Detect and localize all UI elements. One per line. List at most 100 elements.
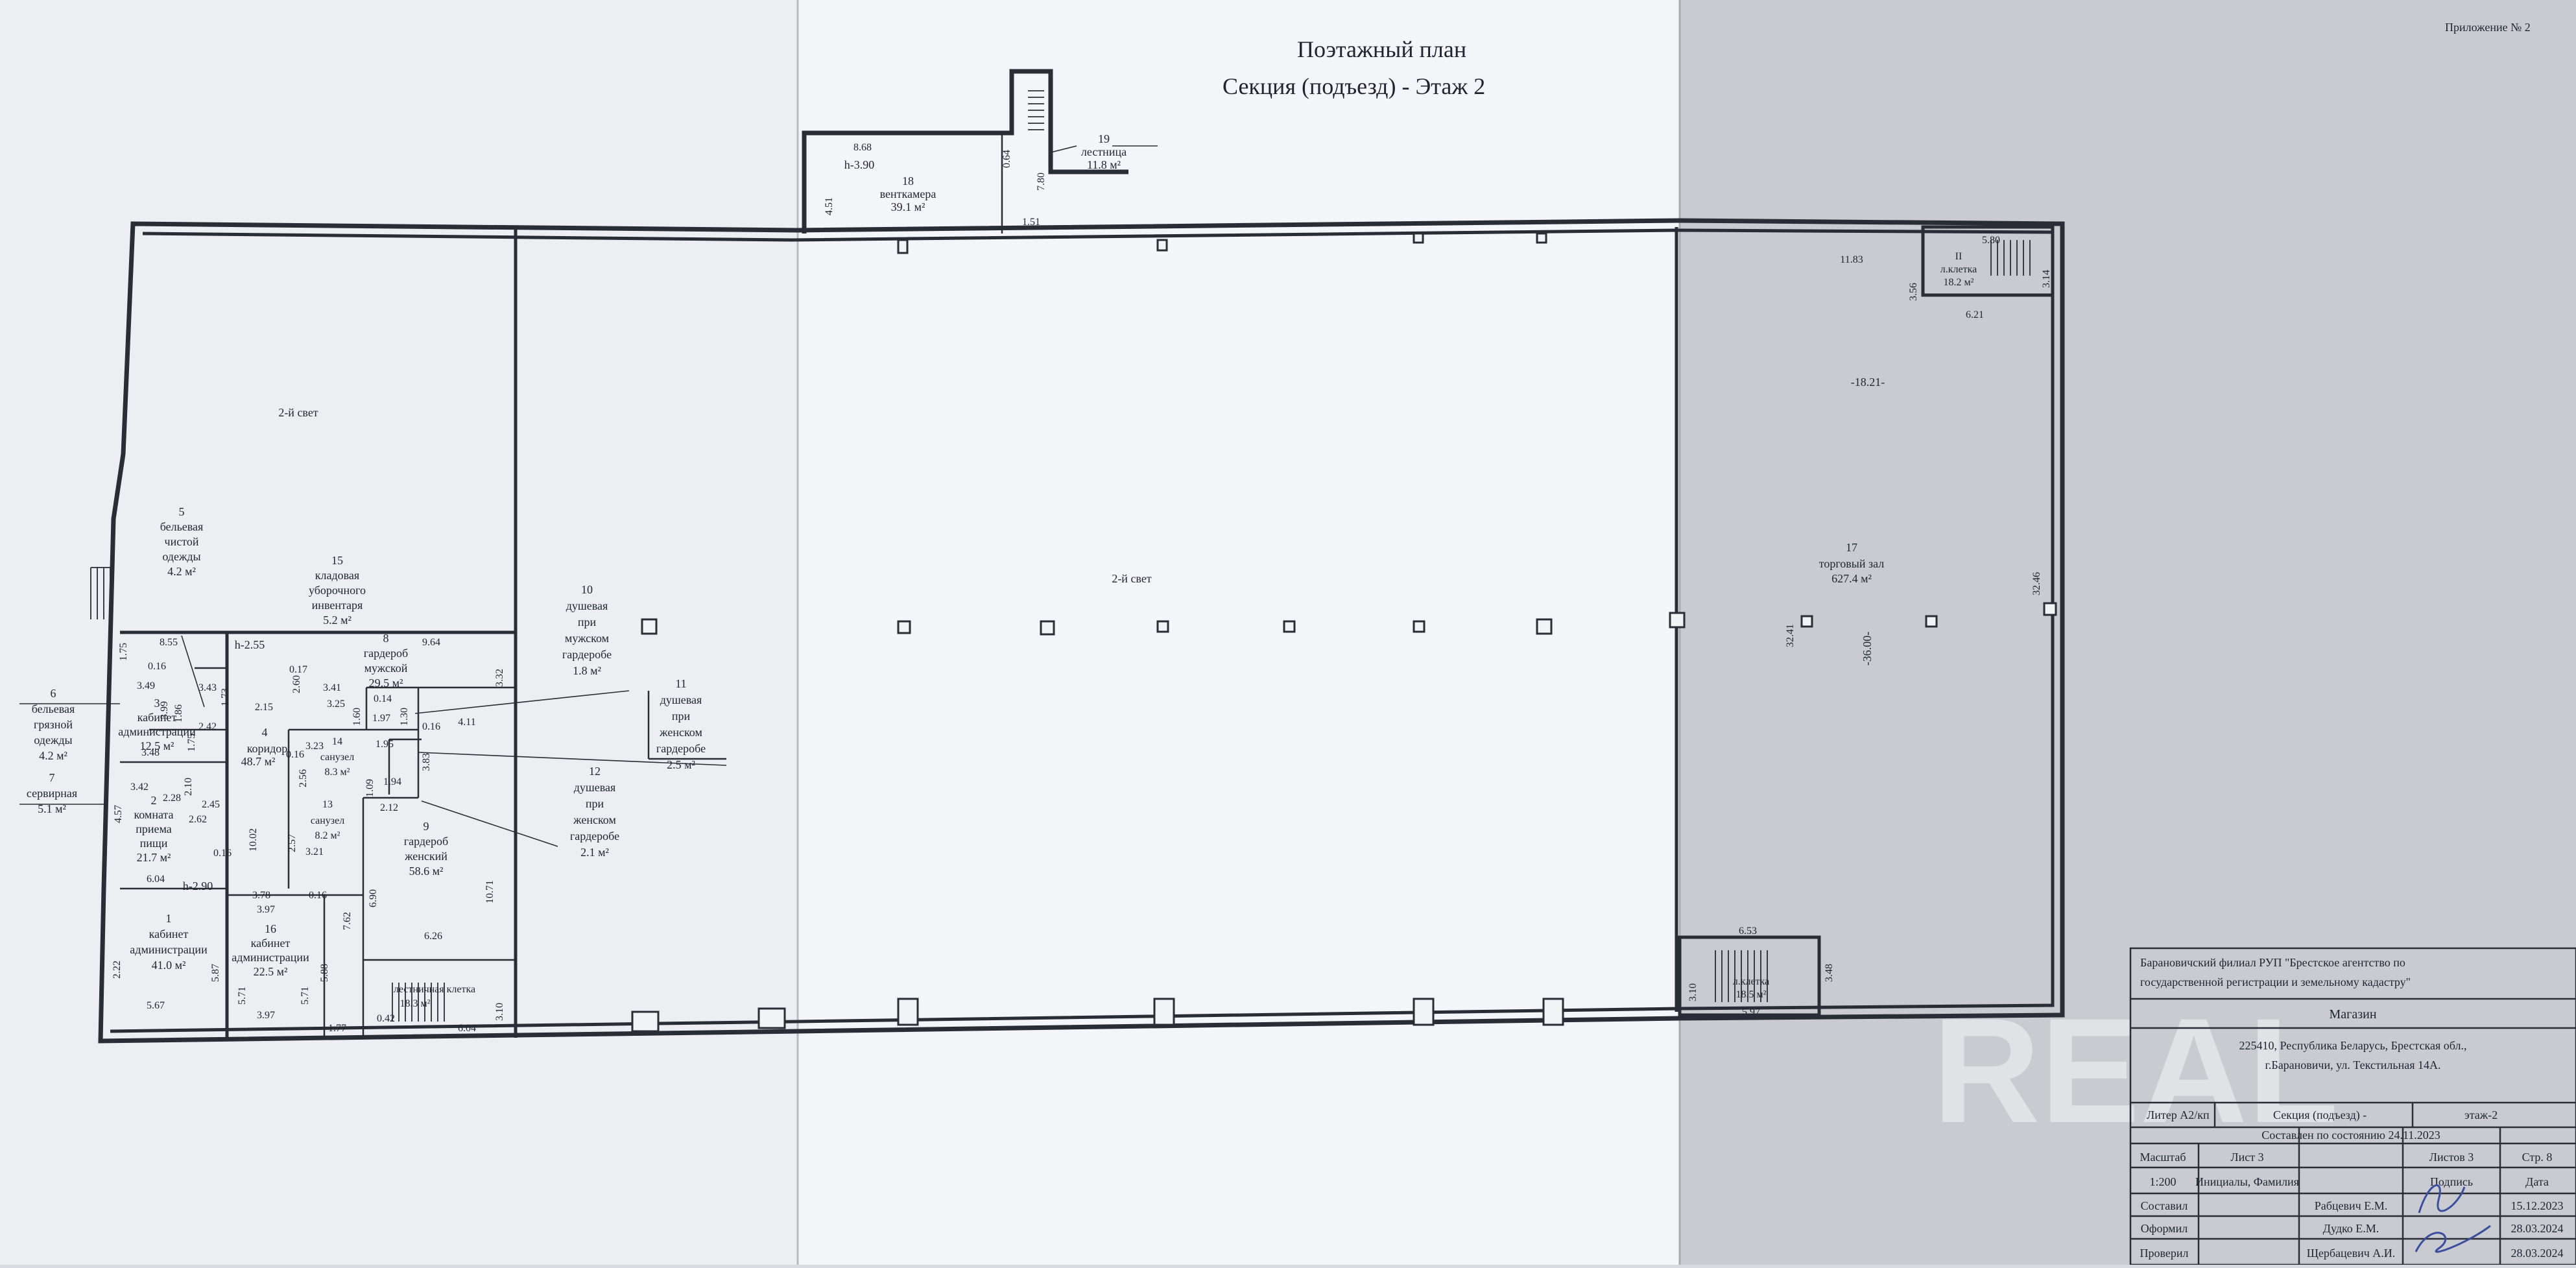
svg-text:6.21: 6.21 <box>1966 309 1984 320</box>
date-3: 28.03.2024 <box>2511 1247 2564 1260</box>
head-sheets: Листов 3 <box>2429 1151 2474 1164</box>
height-255: h-2.55 <box>235 638 265 651</box>
svg-text:32.46: 32.46 <box>2031 572 2042 595</box>
plan-notes: 2-й свет 2-й свет h-3.90 h-2.55 h-2.90 -… <box>183 158 1885 892</box>
svg-text:5.71: 5.71 <box>237 987 248 1005</box>
svg-text:2.60: 2.60 <box>291 675 302 693</box>
svg-text:5.97: 5.97 <box>1742 1007 1760 1018</box>
svg-text:9.64: 9.64 <box>422 637 440 648</box>
svg-text:2.10: 2.10 <box>183 778 194 796</box>
state-label: Составлен по состоянию 24.11.2023 <box>2261 1129 2440 1142</box>
role-2: Оформил <box>2141 1222 2188 1235</box>
svg-text:2.56: 2.56 <box>298 769 309 787</box>
svg-text:6.04: 6.04 <box>458 1023 476 1034</box>
svg-text:0.64: 0.64 <box>1001 150 1012 168</box>
name-3: Щербацевич А.И. <box>2307 1247 2396 1260</box>
svg-text:8.68: 8.68 <box>853 142 872 153</box>
svg-text:6.26: 6.26 <box>424 931 442 942</box>
svg-text:2.42: 2.42 <box>198 721 217 732</box>
svg-text:0.17: 0.17 <box>289 664 307 675</box>
svg-text:5.87: 5.87 <box>210 964 221 982</box>
svg-text:5.67: 5.67 <box>147 1000 165 1011</box>
svg-text:3.56: 3.56 <box>1908 283 1919 301</box>
svg-text:1.77: 1.77 <box>328 1023 346 1034</box>
svg-text:2.62: 2.62 <box>189 814 207 825</box>
svg-text:2.22: 2.22 <box>112 961 123 979</box>
svg-text:0.16: 0.16 <box>309 890 327 901</box>
svg-text:6.04: 6.04 <box>147 874 165 885</box>
svg-text:2.15: 2.15 <box>255 702 273 713</box>
name-1: Рабцевич Е.М. <box>2315 1199 2387 1212</box>
col-name: Инициалы, Фамилия <box>2195 1175 2299 1188</box>
svg-text:11.83: 11.83 <box>1840 254 1863 265</box>
depth-3600: -36.00- <box>1861 632 1874 666</box>
height-290: h-2.90 <box>183 879 213 892</box>
liter-label: Литер А2/кп <box>2147 1108 2210 1121</box>
svg-text:3.10: 3.10 <box>494 1003 505 1021</box>
signature-mark-2 <box>2415 1225 2491 1253</box>
col-signature: Подпись <box>2430 1175 2473 1188</box>
sheet-panel-center <box>798 0 1680 1265</box>
svg-text:1.60: 1.60 <box>352 708 363 726</box>
svg-text:7.80: 7.80 <box>1036 173 1047 191</box>
svg-text:0.14: 0.14 <box>374 693 392 704</box>
svg-text:1.09: 1.09 <box>364 779 376 797</box>
title-block: Барановичский филиал РУП "Брестское аген… <box>2129 947 2576 1266</box>
svg-text:4.11: 4.11 <box>458 717 475 728</box>
svg-text:1.75: 1.75 <box>186 734 197 752</box>
svg-text:7.62: 7.62 <box>342 912 353 930</box>
svg-text:2.28: 2.28 <box>163 793 181 804</box>
svg-text:3.42: 3.42 <box>130 782 149 793</box>
column-grid <box>631 232 2057 1033</box>
svg-text:0.16: 0.16 <box>422 721 440 732</box>
role-1: Составил <box>2141 1199 2188 1212</box>
svg-text:3.78: 3.78 <box>252 890 270 901</box>
watermark: REAL <box>1933 987 2339 1154</box>
svg-text:6.53: 6.53 <box>1739 926 1757 937</box>
org-line: Барановичский филиал РУП "Брестское аген… <box>2140 956 2411 988</box>
date-2: 28.03.2024 <box>2511 1222 2564 1235</box>
svg-text:3.83: 3.83 <box>421 753 432 771</box>
svg-text:6.90: 6.90 <box>368 889 379 907</box>
svg-text:4.51: 4.51 <box>824 197 835 215</box>
signature-mark-1 <box>2418 1184 2466 1214</box>
role-3: Проверил <box>2140 1247 2189 1260</box>
svg-text:3.25: 3.25 <box>327 699 345 710</box>
svg-text:3.41: 3.41 <box>323 682 341 693</box>
svg-text:3.23: 3.23 <box>305 741 324 752</box>
svg-text:1.97: 1.97 <box>372 713 390 724</box>
stair-lines <box>90 90 2031 1022</box>
leader-lines <box>19 145 1158 847</box>
svg-text:3.10: 3.10 <box>1688 983 1699 1001</box>
svg-text:2.12: 2.12 <box>380 802 398 813</box>
plan-title: Поэтажный план <box>1297 36 1466 62</box>
svg-text:3.97: 3.97 <box>257 904 275 915</box>
svg-text:4.57: 4.57 <box>113 805 124 823</box>
svg-text:2.57: 2.57 <box>287 834 298 852</box>
scale-value: 1:200 <box>2149 1175 2176 1188</box>
svg-text:3.32: 3.32 <box>494 669 505 687</box>
svg-text:3.99: 3.99 <box>159 701 170 719</box>
svg-text:1.94: 1.94 <box>383 776 401 787</box>
section-label: Секция (подъезд) - <box>2273 1108 2367 1122</box>
second-light-center: 2-й свет <box>1112 572 1151 585</box>
dimension-labels: 8.68 4.51 0.64 7.80 1.51 11.83 5.80 3.56… <box>112 142 2052 1034</box>
svg-text:0.16: 0.16 <box>148 661 166 672</box>
